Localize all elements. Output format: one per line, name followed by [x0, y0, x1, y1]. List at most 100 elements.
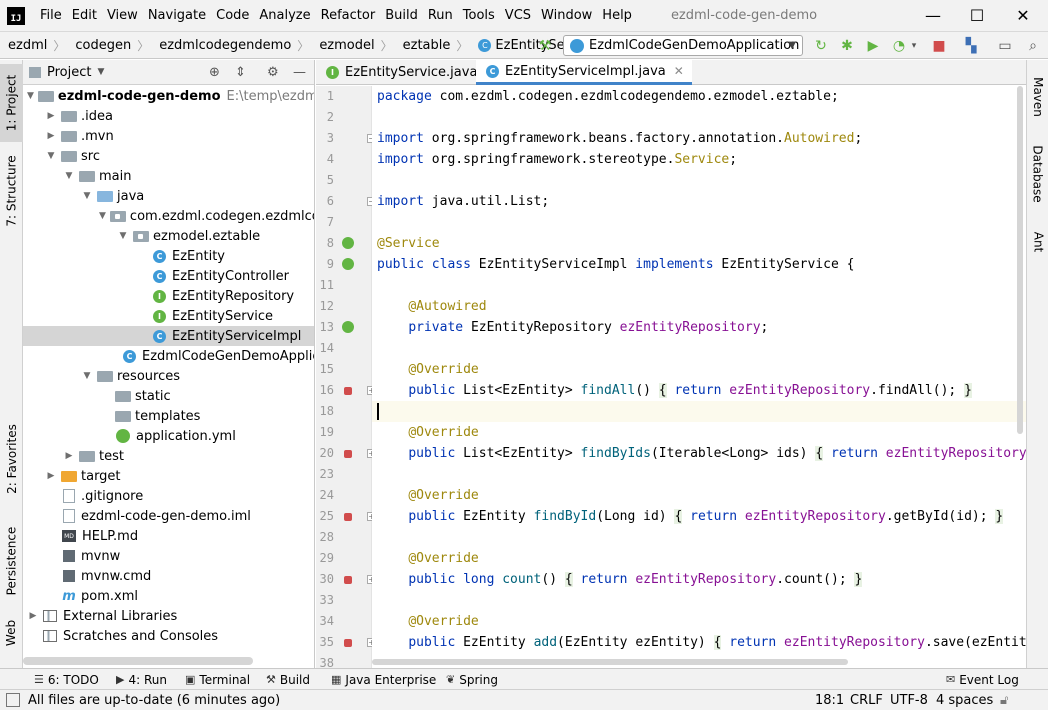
scrollbar-thumb[interactable] [1017, 86, 1023, 434]
collapsed-arrow-icon[interactable]: ▶ [47, 111, 55, 121]
code-line[interactable]: public class EzEntityServiceImpl impleme… [372, 254, 1026, 275]
code-line[interactable]: private EzEntityRepository ezEntityRepos… [372, 317, 1026, 338]
code-line[interactable]: @Override [372, 548, 1026, 569]
collapsed-arrow-icon[interactable]: ▶ [29, 611, 37, 621]
code-editor[interactable]: package com.ezdml.codegen.ezdmlcodegende… [372, 86, 1026, 654]
tree-item[interactable]: ezdml-code-gen-demo.iml [23, 506, 314, 526]
tree-item[interactable]: Scratches and Consoles [23, 626, 314, 646]
code-line[interactable] [372, 338, 1026, 359]
scrollbar-thumb[interactable] [372, 659, 848, 665]
tab-project[interactable]: 1: Project [0, 64, 23, 142]
editor-horizontal-scrollbar[interactable] [372, 656, 1026, 668]
expanded-arrow-icon[interactable]: ▼ [47, 151, 55, 161]
expanded-arrow-icon[interactable]: ▼ [27, 91, 34, 101]
override-gutter-icon[interactable] [344, 450, 352, 458]
menu-help[interactable]: Help [602, 8, 632, 23]
debug-icon[interactable]: ✱ [841, 38, 853, 54]
code-line[interactable] [372, 107, 1026, 128]
code-line[interactable]: @Override [372, 422, 1026, 443]
code-line[interactable]: import java.util.List; [372, 191, 1026, 212]
tree-item[interactable]: ▶.mvn [23, 126, 314, 146]
run-configuration-selector[interactable]: EzdmlCodeGenDemoApplication ▼ [563, 35, 803, 56]
code-line[interactable] [372, 212, 1026, 233]
tree-item[interactable]: mvnw.cmd [23, 566, 314, 586]
menu-code[interactable]: Code [216, 8, 250, 23]
close-button[interactable]: ✕ [1016, 6, 1030, 25]
code-line[interactable]: public EzEntity add(EzEntity ezEntity) {… [372, 632, 1026, 653]
expanded-arrow-icon[interactable]: ▼ [99, 211, 106, 221]
code-line[interactable]: public EzEntity findById(Long id) { retu… [372, 506, 1026, 527]
code-line[interactable] [372, 170, 1026, 191]
tree-item[interactable]: templates [23, 406, 314, 426]
tree-item[interactable]: static [23, 386, 314, 406]
build-button[interactable]: ⚒Build [266, 672, 310, 687]
breadcrumb-item[interactable]: codegen [75, 37, 132, 53]
tree-item[interactable]: ▶.idea [23, 106, 314, 126]
tab-favorites[interactable]: 2: Favorites [4, 424, 19, 494]
collapsed-arrow-icon[interactable]: ▶ [47, 131, 55, 141]
code-line[interactable]: import org.springframework.beans.factory… [372, 128, 1026, 149]
tab-database[interactable]: Database [1031, 145, 1046, 203]
code-line[interactable]: @Override [372, 485, 1026, 506]
search-everywhere-icon[interactable]: ⌕ [1029, 38, 1037, 54]
expanded-arrow-icon[interactable]: ▼ [65, 171, 73, 181]
project-horizontal-scrollbar[interactable] [23, 657, 253, 665]
override-gutter-icon[interactable] [344, 513, 352, 521]
menu-build[interactable]: Build [385, 8, 418, 23]
breadcrumb-item[interactable]: ezdml [8, 37, 48, 53]
tree-item[interactable]: ▼com.ezdml.codegen.ezdmlcodegendemo [23, 206, 314, 226]
project-panel-title[interactable]: Project [47, 64, 92, 80]
code-line[interactable] [372, 401, 1026, 422]
file-encoding[interactable]: UTF-8 [890, 693, 928, 708]
code-line[interactable]: public List<EzEntity> findByIds(Iterable… [372, 443, 1026, 464]
menu-view[interactable]: View [106, 8, 138, 23]
project-structure-icon[interactable]: ▚ [965, 38, 977, 54]
indent-setting[interactable]: 4 spaces [936, 693, 994, 708]
code-line[interactable]: @Service [372, 233, 1026, 254]
expanded-arrow-icon[interactable]: ▼ [83, 371, 91, 381]
code-line[interactable]: import org.springframework.stereotype.Se… [372, 149, 1026, 170]
code-line[interactable]: public List<EzEntity> findAll() { return… [372, 380, 1026, 401]
tree-item[interactable]: ▶External Libraries [23, 606, 314, 626]
todo-button[interactable]: ☰6: TODO [34, 672, 99, 687]
terminal-button[interactable]: ▣Terminal [185, 672, 251, 687]
caret-position[interactable]: 18:1 [815, 693, 845, 708]
menu-analyze[interactable]: Analyze [259, 8, 311, 23]
tree-item[interactable]: mvnw [23, 546, 314, 566]
java-enterprise-button[interactable]: ▦Java Enterprise [331, 672, 437, 687]
profile-icon[interactable]: ◔ [892, 38, 906, 54]
code-line[interactable] [372, 275, 1026, 296]
tree-item[interactable]: ▶target [23, 466, 314, 486]
gear-icon[interactable]: ⚙ [267, 64, 279, 80]
spring-bean-gutter-icon[interactable] [342, 237, 354, 249]
breadcrumb-item[interactable]: ezdmlcodegendemo [159, 37, 292, 53]
more-run-chevron-icon[interactable]: ▾ [911, 41, 917, 51]
code-line[interactable]: public long count() { return ezEntityRep… [372, 569, 1026, 590]
tree-item[interactable]: ▼main [23, 166, 314, 186]
rerun-icon[interactable]: ↻ [815, 38, 827, 54]
chevron-down-icon[interactable]: ▼ [97, 67, 105, 77]
editor-vertical-scrollbar[interactable] [1015, 86, 1025, 436]
code-line[interactable] [372, 464, 1026, 485]
line-separator[interactable]: CRLF [850, 693, 883, 708]
tab-web[interactable]: Web [4, 619, 19, 647]
minimize-button[interactable]: — [925, 6, 941, 25]
tree-item[interactable]: ▼java [23, 186, 314, 206]
menu-navigate[interactable]: Navigate [147, 8, 207, 23]
collapsed-arrow-icon[interactable]: ▶ [65, 451, 73, 461]
code-line[interactable]: @Autowired [372, 296, 1026, 317]
code-line[interactable]: @Override [372, 359, 1026, 380]
spring-button[interactable]: ❦Spring [446, 672, 498, 687]
close-tab-icon[interactable]: ✕ [673, 64, 684, 78]
code-line[interactable]: @Override [372, 611, 1026, 632]
tree-item[interactable]: ▼ezmodel.eztable [23, 226, 314, 246]
tree-item[interactable]: .gitignore [23, 486, 314, 506]
lock-icon[interactable]: 🔓︎ [1000, 693, 1009, 708]
